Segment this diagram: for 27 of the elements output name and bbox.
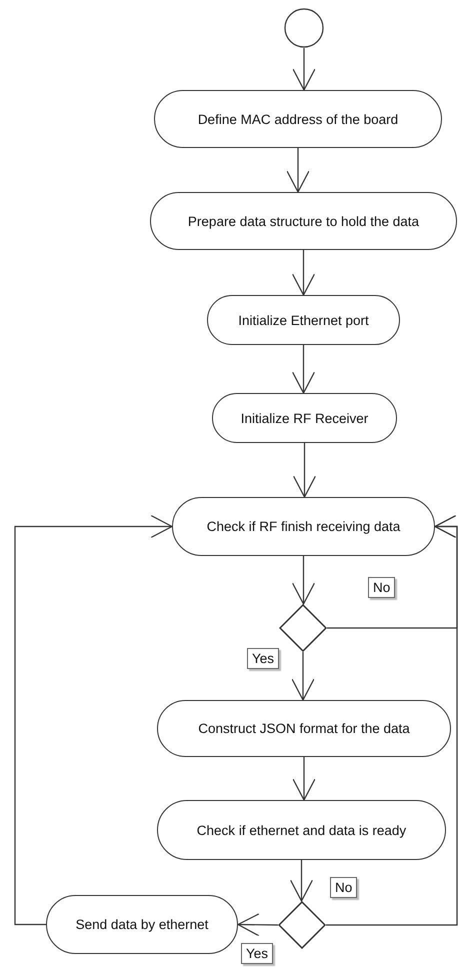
action-text: Initialize Ethernet port [238,312,369,328]
action-text: Check if RF finish receiving data [206,519,400,534]
arrow [292,48,316,91]
action-text: Initialize RF Receiver [240,410,368,426]
action-text: Define MAC address of the board [198,112,398,126]
arrow [291,652,315,701]
arrow [237,913,278,936]
arrow [326,514,458,926]
arrow [292,443,316,498]
edge-label: No [368,577,396,598]
action-text: Construct JSON format for the data [198,721,410,736]
arrow [292,757,316,801]
arrow [290,860,314,902]
arrow [292,250,316,296]
action-text: Send data by ethernet [76,917,208,932]
action-text: Check if ethernet and data is ready [196,822,406,838]
action-text: Prepare data structure to hold the data [188,214,420,228]
edge-label: Yes [247,648,280,669]
arrow [292,345,316,394]
action-box [212,393,397,443]
arrow [14,514,173,926]
edge-label: No [330,877,358,898]
arrow [286,148,310,193]
action-box [207,295,400,345]
arrow [292,556,316,605]
edge-label: Yes [241,943,274,964]
action-box [46,895,238,954]
